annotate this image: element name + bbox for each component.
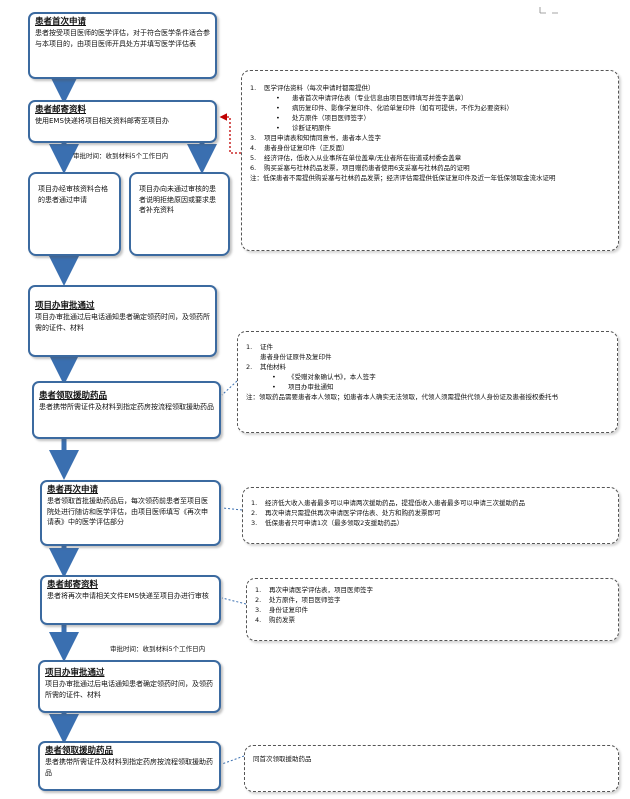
step-project-approval: 项目办审批通过 项目办审批通过后电话通知患者确定领药时间，及领药所需的证件、材料 [28, 285, 217, 357]
note-number: 5. [250, 154, 257, 162]
review-time-label-2: 审批时间：收到材料5个工作日内 [110, 645, 206, 653]
note-item: 低保患者只可申请1次（最多领取2支援助药品） [265, 519, 404, 527]
step-reapplication: 患者再次申请 患者领取首批援助药品后，每次领药前患者至项目医院处进行随访和医学评… [40, 480, 221, 546]
step-desc: 项目办审批通过后电话通知患者确定领药时间，及领药所需的证件、材料 [45, 680, 213, 699]
note-subitem: 项目办审批通知 [288, 383, 334, 391]
note-number: 4. [250, 144, 257, 152]
note-subitem: 诊断证明原件 [292, 124, 331, 132]
note-item: 再次申请医学评估表，项目医师签字 [269, 586, 373, 594]
step-desc: 患者携带所需证件及材料到指定药房按流程领取援助药品 [45, 758, 213, 777]
step-collect-drugs-2: 患者领取援助药品 患者携带所需证件及材料到指定药房按流程领取援助药品 [38, 741, 221, 791]
note-number: 1. [246, 343, 253, 351]
step-desc: 患者按受项目医师的医学评估，对于符合医学条件适合参与本项目的，由项目医师开具处方… [35, 29, 210, 48]
note-item: 医学评估资料（每次申请时都需提供） [264, 84, 375, 92]
review-time-label: 审批时间：收到材料5个工作日内 [73, 152, 169, 160]
step-title: 患者首次申请 [35, 17, 87, 27]
note-subitem: 处方原件（项目医师签字） [292, 114, 370, 122]
note-reapply-materials: 1. 再次申请医学评估表，项目医师签字 2. 处方原件，项目医师签字 3. 身份证复印… [246, 578, 619, 641]
step-first-application: 患者首次申请 患者按受项目医师的医学评估，对于符合医学条件适合参与本项目的，由项… [28, 12, 217, 79]
note-item: 再次申请只需提供再次申请医学评估表、处方和购药发票即可 [265, 509, 441, 517]
note-item: 购买妥塞与社林药品发票，项目赠药患者使用6支妥塞与社林药品的证明 [264, 164, 470, 172]
note-subitem: 病历复印件、影像学复印件、化验单复印件（如有可提供，不作为必要资料） [292, 104, 513, 112]
step-title: 患者邮寄资料 [35, 105, 87, 115]
note-footnote: 注：领取药品需要患者本人领取；如患者本人确实无法领取，代领人须需提供代领人身份证… [246, 393, 558, 401]
note-item: 证件 [260, 343, 273, 351]
branch-text: 项目办经审核资料合格的患者通过申请 [38, 185, 108, 204]
note-number: 6. [250, 164, 257, 172]
step-collect-drugs: 患者领取援助药品 患者携带所需证件及材料到指定药房按流程领取援助药品 [32, 381, 221, 439]
note-number: 2. [255, 596, 262, 604]
note-number: 1. [250, 84, 257, 92]
note-number: 2. [246, 363, 253, 371]
step-title: 项目办审批通过 [45, 668, 105, 678]
dotted-arrow-materials [219, 113, 241, 154]
note-item: 患者身份证复印件（正反面） [264, 144, 349, 152]
step-mail-materials: 患者邮寄资料 使用EMS快递将项目相关资料邮寄至项目办 [28, 100, 217, 143]
note-pickup-requirements: 1.证件 患者身份证原件及复印件 2.其他材料 •《受赠对象确认书》，本人签字 … [237, 331, 618, 433]
step-desc: 患者携带所需证件及材料到指定药房按流程领取援助药品 [39, 403, 214, 411]
note-item: 购药发票 [269, 616, 295, 624]
step-desc: 使用EMS快递将项目相关资料邮寄至项目办 [35, 117, 169, 125]
step-title: 患者领取援助药品 [45, 746, 114, 756]
note-subitem: 患者首次申请评估表（专业信息由项目医师填写并签字盖章） [292, 94, 468, 102]
note-item: 经济低大收入患者最多可以申请两次援助药品，提提低收入患者最多可以申请三次援助药品 [265, 499, 525, 507]
note-item: 其他材料 [260, 363, 286, 371]
step-title: 患者邮寄资料 [47, 580, 99, 590]
note-number: 1. [255, 586, 262, 594]
branch-text: 项目办向未通过审核的患者说明拒绝原因或要求患者补充资料 [139, 185, 216, 214]
note-number: 2. [251, 509, 258, 517]
step-title: 项目办审批通过 [35, 301, 95, 311]
step-desc: 患者领取首批援助药品后，每次领药前患者至项目医院处进行随访和医学评估，由项目医师… [47, 497, 208, 526]
note-number: 3. [250, 134, 257, 142]
note-item: 经济评估，低收入从业事所在单位盖章/无业者所在街道或村委会盖章 [264, 154, 462, 162]
note-item: 项目申请表和知情同意书，患者本人签字 [264, 134, 381, 142]
note-required-materials: 1.医学评估资料（每次申请时都需提供） •患者首次申请评估表（专业信息由项目医师… [241, 70, 619, 251]
step-title: 患者领取援助药品 [39, 391, 108, 401]
note-number: 3. [255, 606, 262, 614]
note-item: 处方原件，项目医师签字 [269, 596, 341, 604]
step-desc: 项目办审批通过后电话通知患者确定领药时间，及领药所需的证件、材料 [35, 313, 210, 332]
step-project-approval-2: 项目办审批通过 项目办审批通过后电话通知患者确定领药时间，及领药所需的证件、材料 [38, 660, 221, 713]
note-same-as-first: 同首次领取援助药品 [244, 745, 619, 792]
note-number: 3. [251, 519, 258, 527]
note-number: 1. [251, 499, 258, 507]
branch-rejected: 项目办向未通过审核的患者说明拒绝原因或要求患者补充资料 [129, 172, 230, 256]
note-reapply-rules: 1. 经济低大收入患者最多可以申请两次援助药品，提提低收入患者最多可以申请三次援助… [242, 487, 619, 544]
step-mail-materials-2: 患者邮寄资料 患者将再次申请相关文件EMS快递至项目办进行审核 [40, 575, 221, 625]
branch-approved: 项目办经审核资料合格的患者通过申请 [28, 172, 121, 256]
note-number: 4. [255, 616, 262, 624]
step-title: 患者再次申请 [47, 485, 99, 495]
note-footnote: 注：低保患者不需提供购妥塞与社林药品发票；经济评估需提供低保证复印件及近一年低保… [250, 174, 556, 182]
note-item-detail: 患者身份证原件及复印件 [260, 353, 332, 361]
step-desc: 患者将再次申请相关文件EMS快递至项目办进行审核 [47, 592, 209, 600]
note-subitem: 《受赠对象确认书》，本人签字 [288, 373, 376, 381]
note-item: 同首次领取援助药品 [253, 755, 312, 763]
note-item: 身份证复印件 [269, 606, 308, 614]
